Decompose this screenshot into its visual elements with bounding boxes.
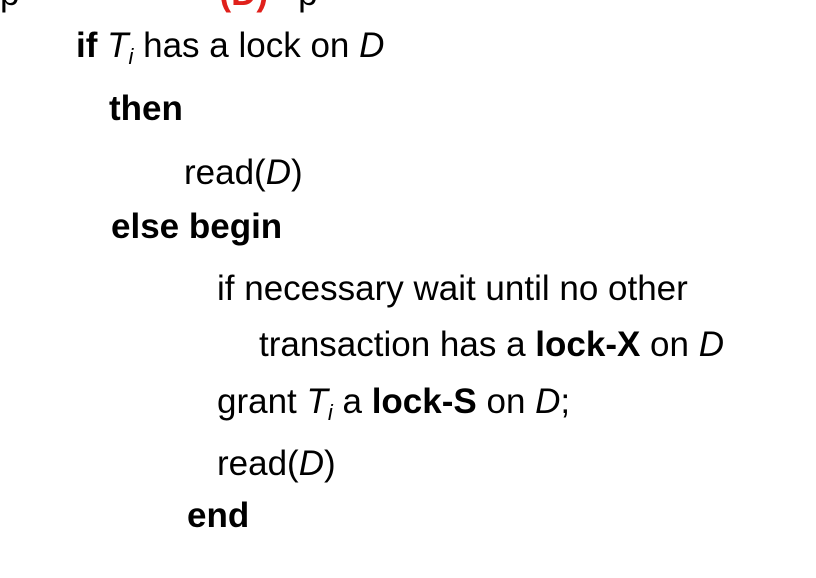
keyword-then: then (109, 89, 183, 128)
var-d: D (265, 153, 291, 192)
text-read-open: read( (217, 444, 299, 483)
text-has-lock: has a lock on (133, 26, 360, 65)
text-wait: if necessary wait until no other (217, 269, 688, 308)
cropped-red-text: (D) (219, 0, 268, 13)
var-sub-i: i (128, 44, 134, 69)
pseudocode-line-transaction: transaction has a lock-X on D (259, 325, 724, 365)
var-d: D (298, 444, 324, 483)
var-t: T (306, 382, 328, 421)
keyword-end: end (187, 496, 250, 535)
pseudocode-line-if: if Ti has a lock on D (76, 26, 385, 69)
cropped-text-left: p (0, 0, 19, 13)
text-on: on (640, 325, 699, 364)
text-semicolon: ; (560, 382, 571, 421)
pseudocode-line-else-begin: else begin (111, 207, 282, 247)
text-grant: grant (217, 382, 307, 421)
cropped-previous-line: p (D) p (0, 0, 318, 14)
keyword-else-begin: else begin (111, 207, 283, 246)
pseudocode-line-end: end (187, 496, 249, 536)
pseudocode-line-wait: if necessary wait until no other (217, 269, 688, 309)
text-on: on (476, 382, 536, 421)
var-t: T (107, 26, 129, 65)
text-read-close: ) (324, 444, 336, 483)
text-read-open: read( (184, 153, 266, 192)
var-d: D (535, 382, 561, 421)
pseudocode-line-read-2: read(D) (217, 444, 336, 484)
var-d: D (359, 26, 385, 65)
cropped-text-right: p (298, 0, 317, 13)
var-d: D (698, 325, 724, 364)
text-read-close: ) (291, 153, 303, 192)
keyword-lock-s: lock-S (371, 382, 477, 421)
keyword-if: if (76, 26, 98, 65)
var-sub-i: i (327, 400, 333, 425)
pseudocode-line-grant: grant Ti a lock-S on D; (217, 382, 571, 425)
pseudocode-line-read-1: read(D) (184, 153, 303, 193)
text-transaction-has: transaction has a (259, 325, 536, 364)
pseudocode-line-then: then (109, 89, 183, 129)
keyword-lock-x: lock-X (535, 325, 641, 364)
text-a: a (332, 382, 372, 421)
